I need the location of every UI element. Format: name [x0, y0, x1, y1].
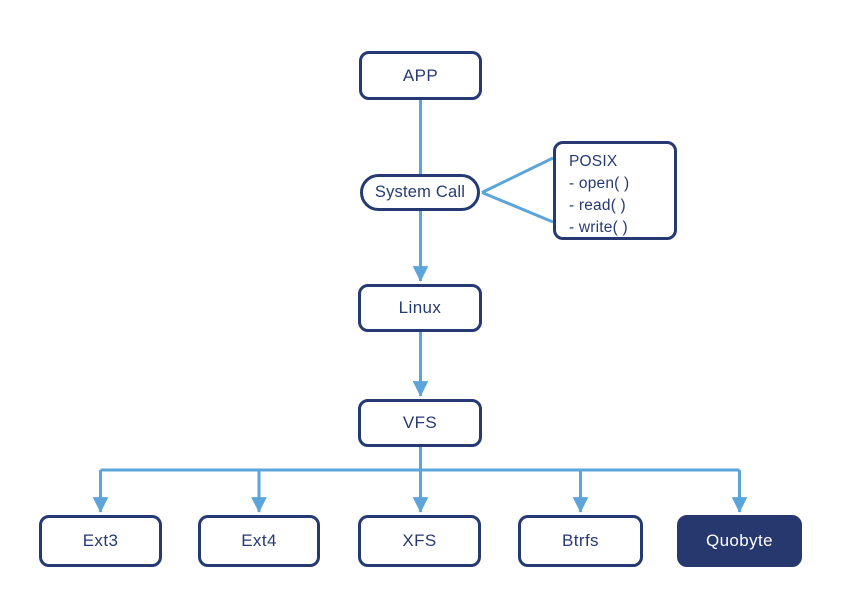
node-quobyte-highlighted: Quobyte — [677, 515, 802, 567]
node-btrfs: Btrfs — [518, 515, 643, 567]
posix-item-open: - open( ) — [569, 175, 630, 192]
node-system-call: System Call — [360, 174, 480, 211]
node-posix-callout: POSIX - open( ) - read( ) - write( ) — [553, 141, 677, 240]
posix-item-write: - write( ) — [569, 219, 628, 236]
node-xfs: XFS — [358, 515, 481, 567]
posix-title: POSIX — [569, 153, 618, 170]
node-app: APP — [359, 51, 482, 100]
node-vfs: VFS — [358, 399, 482, 447]
posix-item-read: - read( ) — [569, 197, 626, 214]
edge-systemcall-to-posix-top — [481, 156, 554, 194]
edge-systemcall-to-posix-bottom — [481, 191, 554, 224]
node-ext3: Ext3 — [39, 515, 162, 567]
node-linux: Linux — [358, 284, 482, 332]
node-ext4: Ext4 — [198, 515, 320, 567]
